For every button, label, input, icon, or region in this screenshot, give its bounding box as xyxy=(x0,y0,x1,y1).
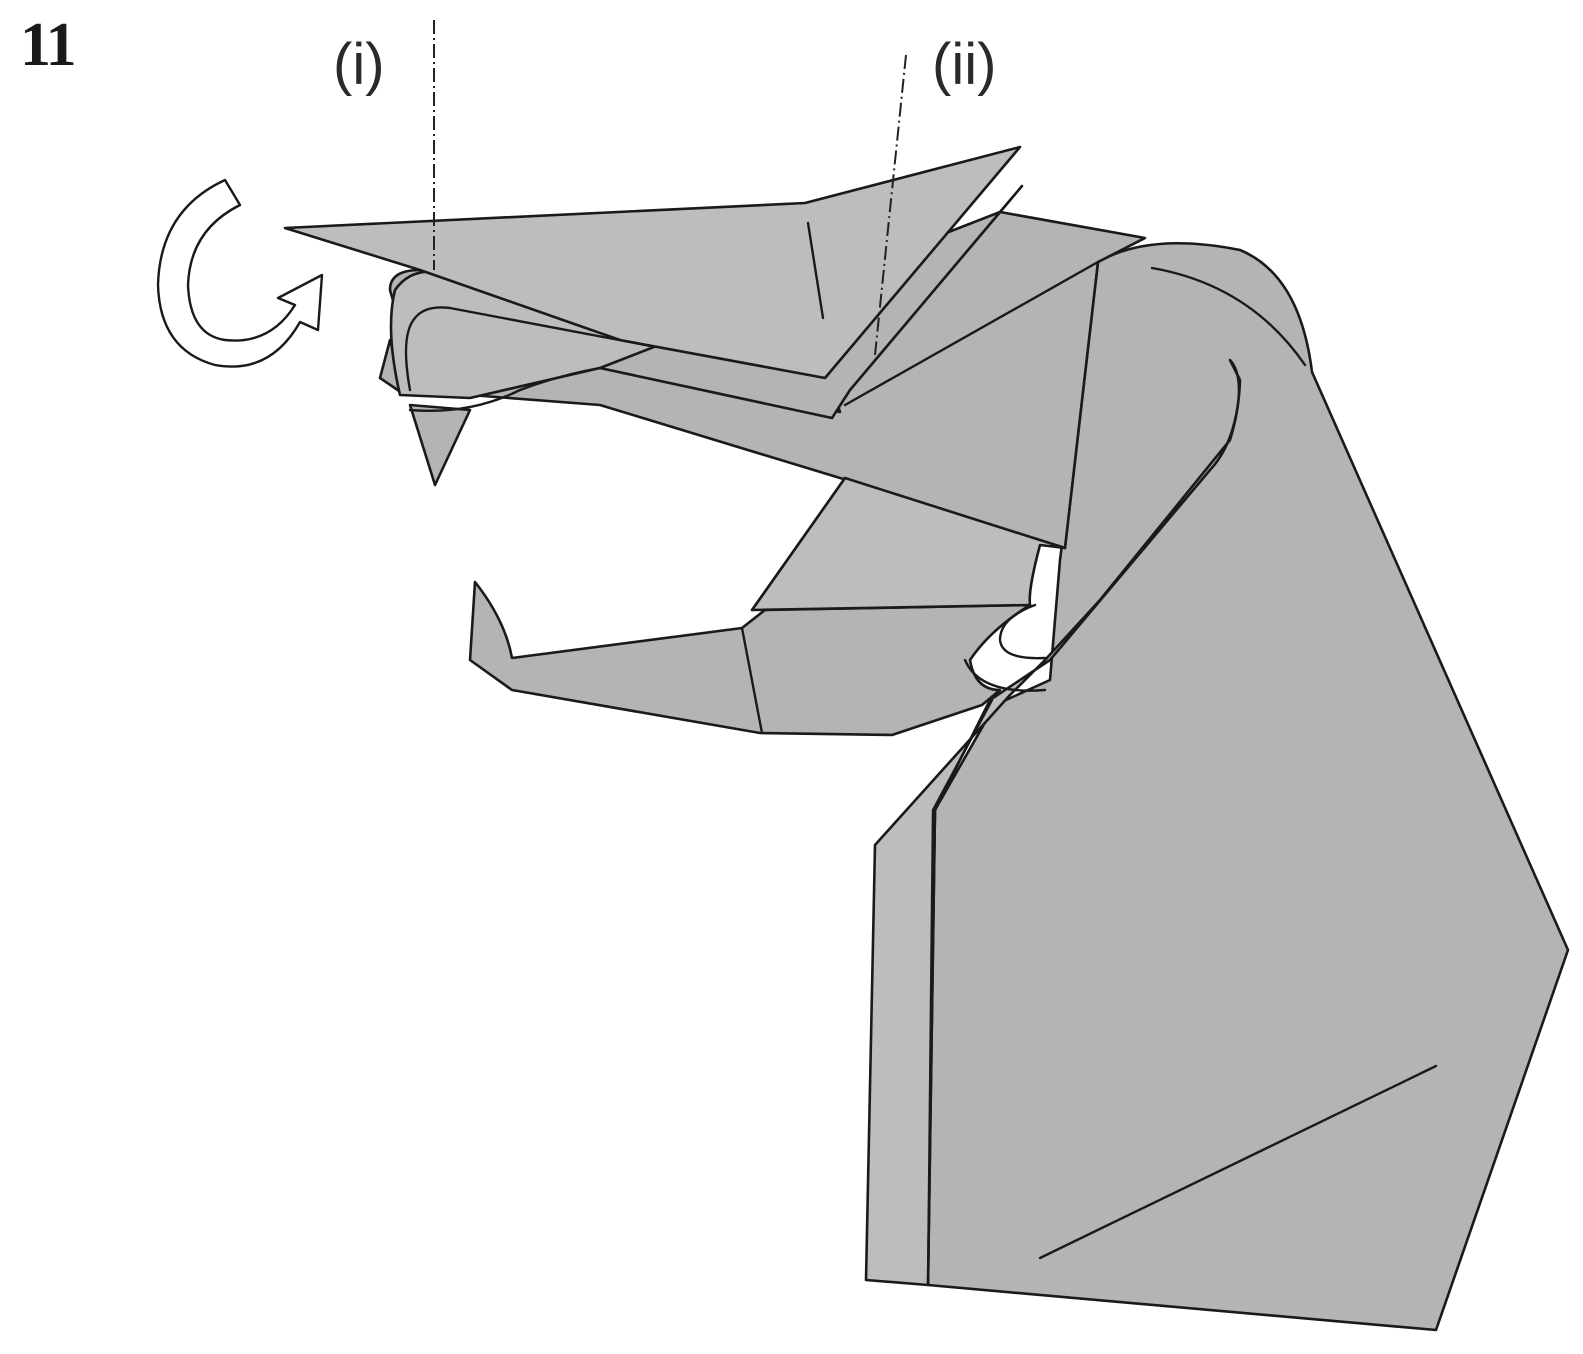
rotate-arrow-icon xyxy=(158,180,322,367)
upper-tooth xyxy=(410,405,470,485)
